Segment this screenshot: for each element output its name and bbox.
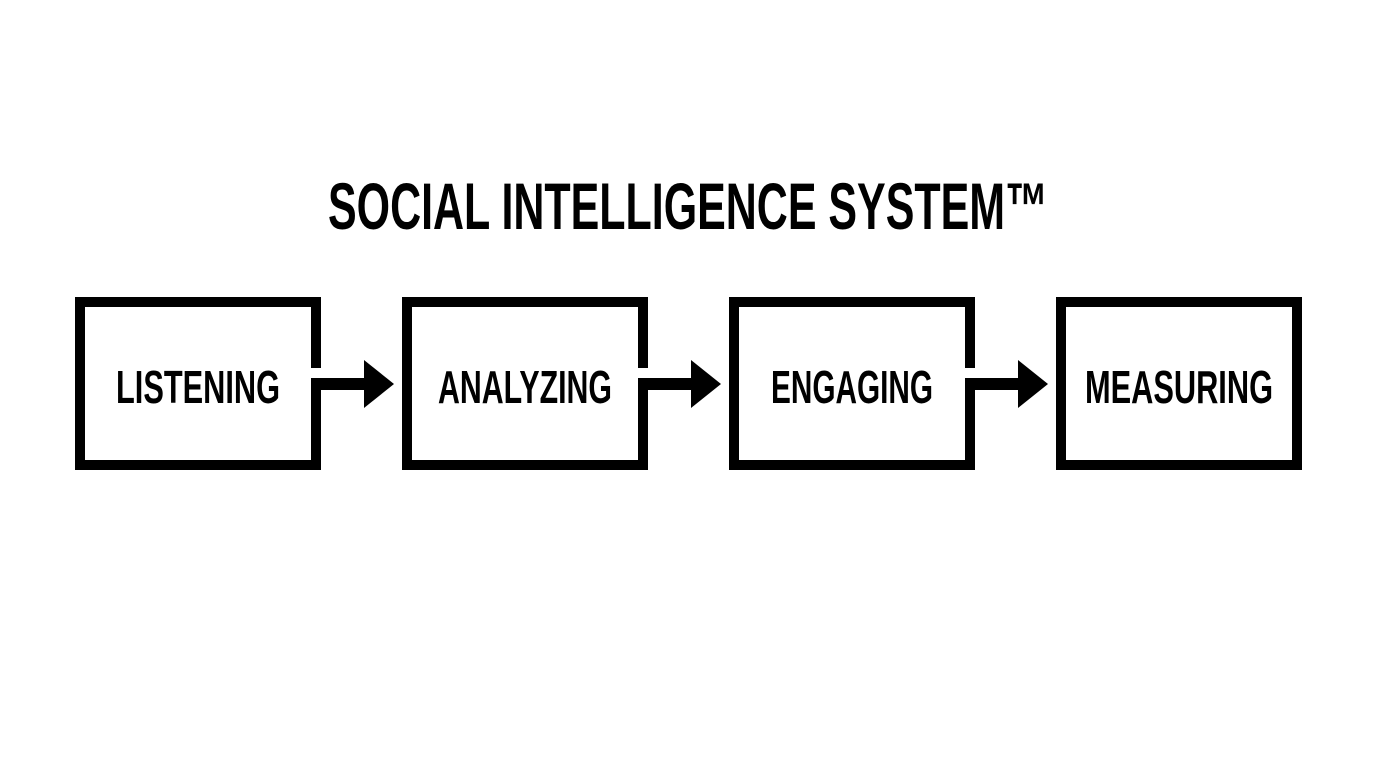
arrow-shaft: [638, 378, 691, 390]
step-box-left-border: [75, 297, 85, 470]
step-box-left-border: [1056, 297, 1066, 470]
step-label: ANALYZING: [438, 361, 612, 413]
step-label: ENGAGING: [771, 361, 933, 413]
step-label: LISTENING: [116, 361, 280, 413]
step-box-right-border-lower: [638, 378, 648, 470]
step-box-left-border: [729, 297, 739, 470]
step-box-top-border: [402, 297, 648, 307]
step-box-right-border-lower: [311, 378, 321, 470]
step-box-bottom-border: [1056, 460, 1302, 470]
arrow-head-icon: [1018, 360, 1048, 408]
step-label: MEASURING: [1085, 361, 1273, 413]
step-box-right-border: [1292, 297, 1302, 470]
step-box-right-border-upper: [638, 297, 648, 368]
step-box-right-border-lower: [965, 378, 975, 470]
step-box-top-border: [75, 297, 321, 307]
step-box-bottom-border: [75, 460, 321, 470]
step-box-top-border: [729, 297, 975, 307]
diagram-title: SOCIAL INTELLIGENCE SYSTEM™: [328, 169, 1048, 243]
step-box-right-border-upper: [965, 297, 975, 368]
step-box-right-border-upper: [311, 297, 321, 368]
step-box-top-border: [1056, 297, 1302, 307]
arrow-shaft: [311, 378, 364, 390]
arrow-head-icon: [691, 360, 721, 408]
step-box-bottom-border: [729, 460, 975, 470]
step-box-left-border: [402, 297, 412, 470]
arrow-shaft: [965, 378, 1018, 390]
step-box-bottom-border: [402, 460, 648, 470]
arrow-head-icon: [364, 360, 394, 408]
